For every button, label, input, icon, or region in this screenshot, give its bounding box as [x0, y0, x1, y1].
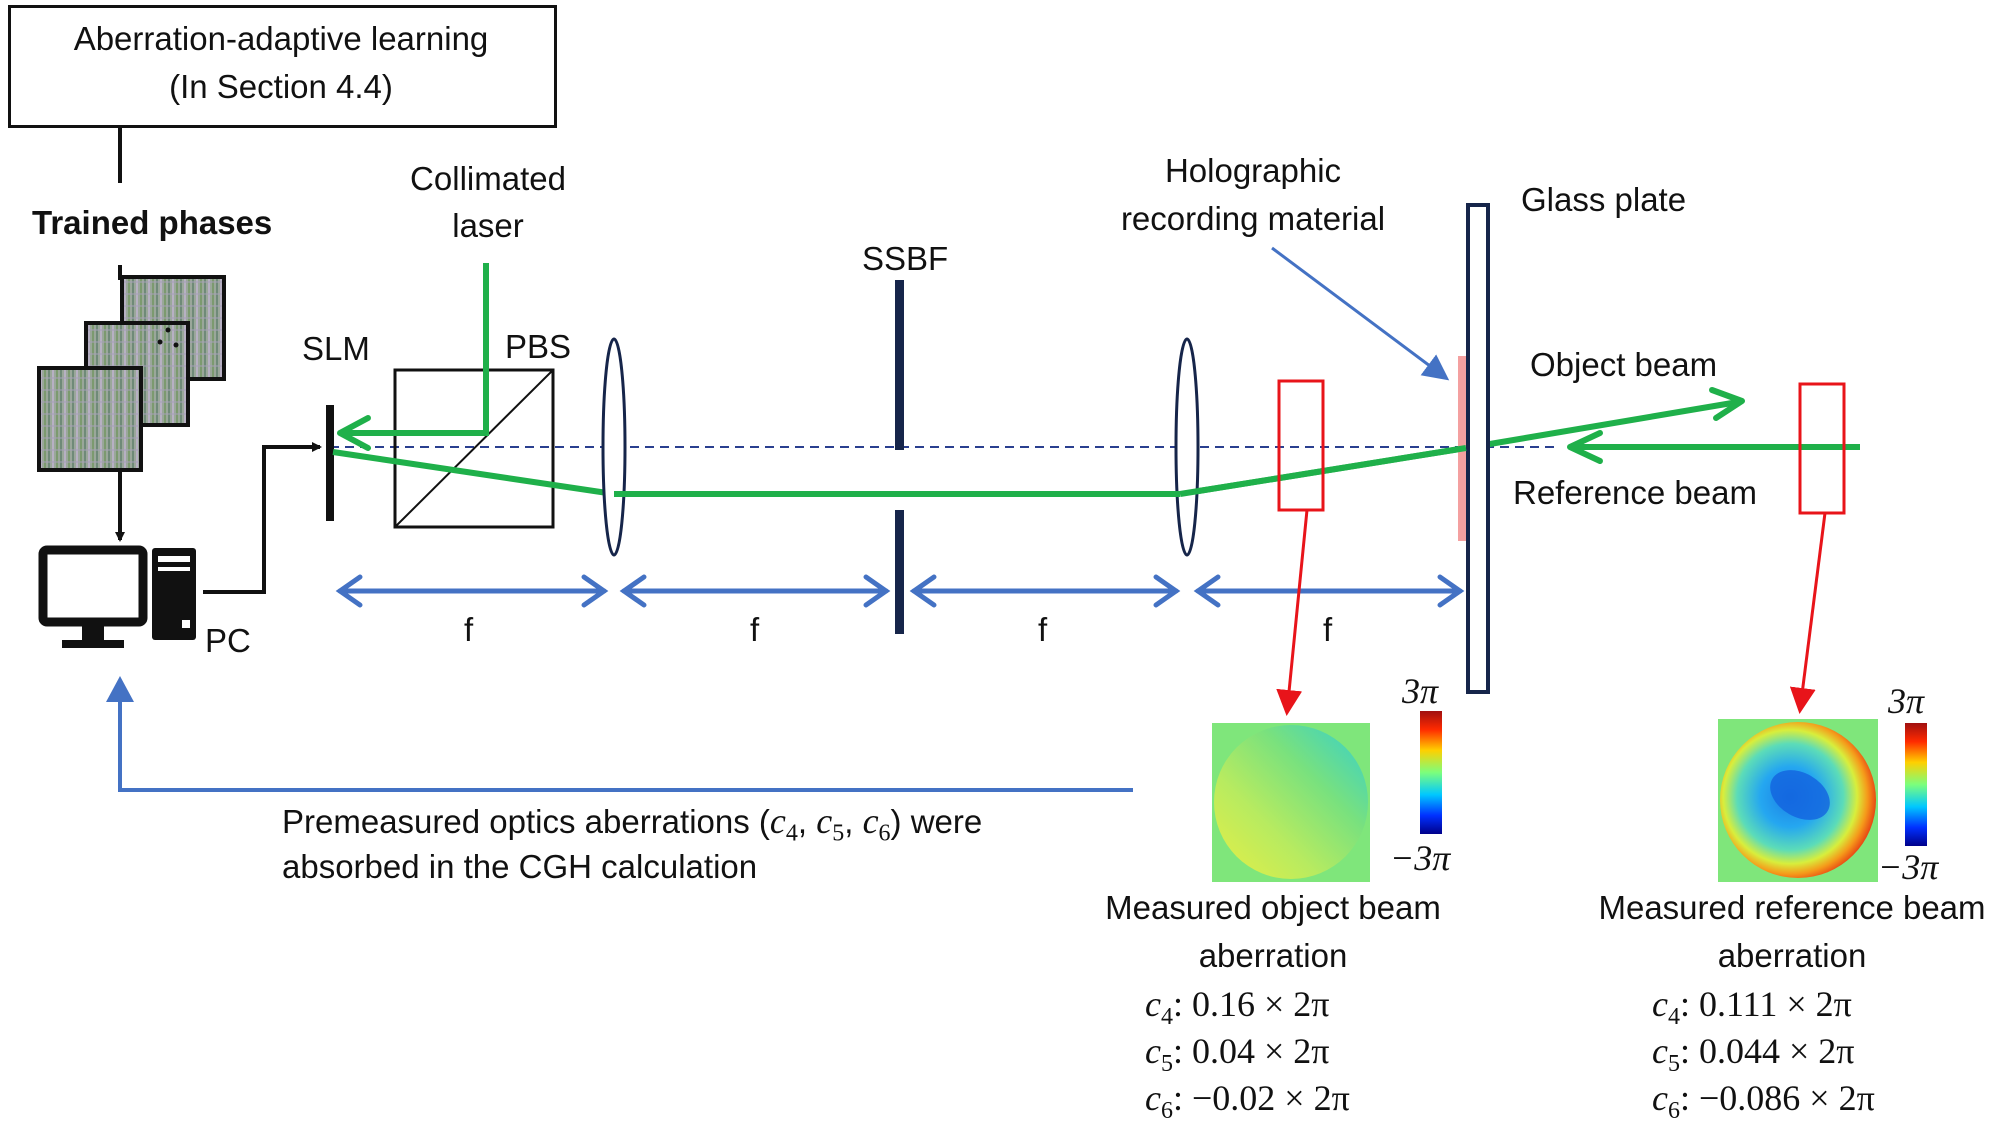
object-scale-min: −3π	[1390, 838, 1451, 878]
reference-measure-arrow	[1789, 512, 1827, 714]
object-aberration-title-line1: Measured object beam	[1105, 889, 1441, 926]
box-title-line1: Aberration-adaptive learning	[73, 20, 489, 57]
computer-tower-icon	[152, 548, 196, 640]
pc-to-slm-line	[203, 442, 322, 594]
main-beam	[332, 445, 1467, 497]
glass-plate-label: Glass plate	[1521, 181, 1687, 218]
object-measure-box	[1277, 379, 1325, 512]
reference-colorbar	[1905, 723, 1927, 846]
holographic-label-line2: recording material	[1120, 200, 1386, 237]
collimated-laser-beam	[342, 263, 489, 436]
ssbf-upper	[895, 280, 904, 450]
reference-scale-min: −3π	[1878, 847, 1939, 887]
focal-label: f	[1038, 611, 1048, 648]
glass-plate	[1466, 203, 1490, 694]
reference-aberration-title-line1: Measured reference beam	[1598, 889, 1986, 926]
object-scale-max: 3π	[1402, 671, 1439, 711]
trained-phase-image	[37, 366, 143, 472]
lens-2	[1174, 337, 1200, 557]
object-coeff-c6: c6: −0.02 × 2π	[1145, 1078, 1350, 1125]
holographic-label-line1: Holographic	[1164, 152, 1342, 189]
trained-phases-label: Trained phases	[32, 204, 273, 241]
pbs-cube	[393, 368, 555, 529]
reference-coeff-c5: c5: 0.044 × 2π	[1652, 1031, 1855, 1078]
object-aberration-title-line2: aberration	[1198, 937, 1348, 974]
collimated-laser-label-line2: laser	[452, 207, 524, 244]
object-measure-arrow	[1276, 509, 1309, 716]
slm-label: SLM	[302, 330, 370, 367]
reference-beam-label: Reference beam	[1513, 474, 1757, 511]
pc-label: PC	[205, 622, 251, 659]
focal-arrows	[335, 574, 1465, 608]
reference-coeff-c4: c4: 0.111 × 2π	[1652, 984, 1852, 1031]
focal-label: f	[1323, 611, 1333, 648]
reference-scale-max: 3π	[1888, 681, 1925, 721]
reference-aberration-title-line2: aberration	[1717, 937, 1867, 974]
reference-coeff-c6: c6: −0.086 × 2π	[1652, 1078, 1875, 1125]
reference-aberration-map	[1718, 719, 1878, 882]
object-aberration-map	[1212, 723, 1370, 882]
premeasured-text-line1: Premeasured optics aberrations (c4, c5, …	[282, 801, 983, 847]
collimated-laser-label-line1: Collimated	[410, 160, 566, 197]
ssbf-label: SSBF	[862, 240, 949, 277]
box-title-line2: (In Section 4.4)	[169, 68, 393, 105]
object-beam-label: Object beam	[1530, 346, 1718, 383]
aberration-feedback-line	[118, 690, 1133, 792]
focal-label: f	[750, 611, 760, 648]
premeasured-text-line2: absorbed in the CGH calculation	[282, 848, 758, 885]
aberration-learning-box	[8, 5, 557, 128]
holographic-pointer	[1271, 246, 1450, 381]
object-coeff-c5: c5: 0.04 × 2π	[1145, 1031, 1330, 1078]
object-beam-path	[1465, 399, 1739, 451]
pbs-label: PBS	[505, 328, 572, 365]
reference-measure-box	[1798, 382, 1846, 515]
lens-1	[601, 337, 627, 557]
focal-label: f	[464, 611, 474, 648]
object-coeff-c4: c4: 0.16 × 2π	[1145, 984, 1330, 1031]
monitor-icon	[38, 545, 148, 648]
object-colorbar	[1420, 711, 1442, 834]
